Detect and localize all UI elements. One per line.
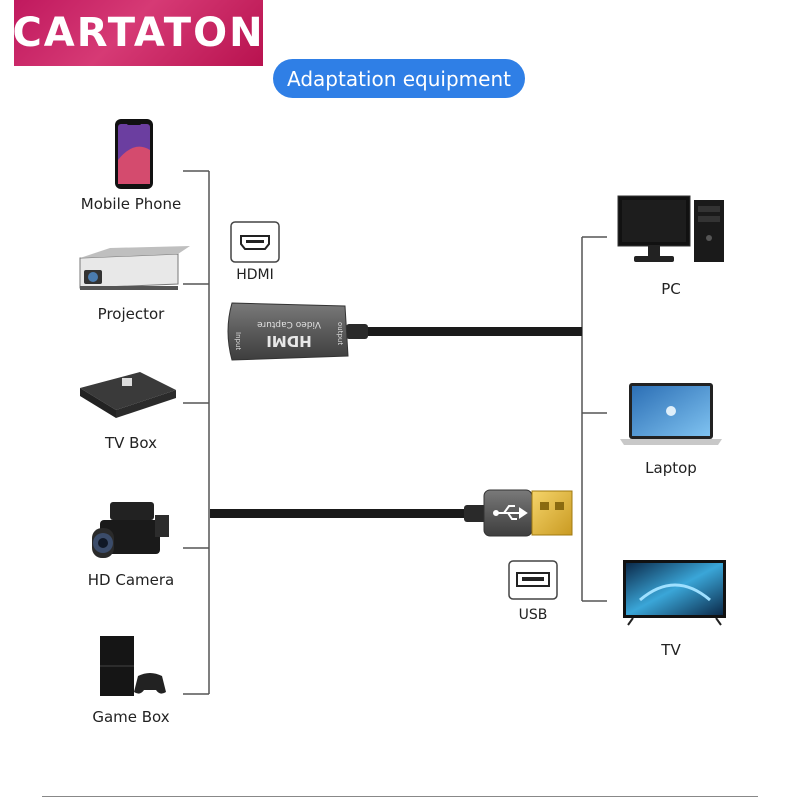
device-label-game-box: Game Box xyxy=(92,708,170,726)
hdmi-cable xyxy=(346,324,582,339)
section-title: Adaptation equipment xyxy=(273,59,525,98)
pc-icon xyxy=(617,195,724,262)
output-bracket xyxy=(581,236,607,602)
input-bracket xyxy=(183,170,210,695)
mobile-phone-icon xyxy=(115,119,153,189)
capture-output-label: output xyxy=(336,322,344,345)
device-label-hd-camera: HD Camera xyxy=(87,571,175,589)
section-title-text: Adaptation equipment xyxy=(287,66,511,91)
laptop-icon xyxy=(620,383,722,445)
hd-camera-icon xyxy=(92,502,169,558)
port-label-usb: USB xyxy=(518,607,548,623)
device-label-tv: TV xyxy=(661,641,681,659)
projector-icon xyxy=(79,246,190,290)
usb-port-icon xyxy=(508,560,558,600)
game-box-icon xyxy=(100,636,166,696)
capture-title: HDMI xyxy=(266,332,312,350)
bottom-divider xyxy=(42,796,758,797)
usb-symbol-icon xyxy=(493,505,528,520)
device-label-mobile-phone: Mobile Phone xyxy=(80,195,182,213)
usb-cable xyxy=(210,489,573,537)
device-label-laptop: Laptop xyxy=(645,459,697,477)
device-label-tv-box: TV Box xyxy=(104,434,158,452)
device-label-pc: PC xyxy=(661,280,681,298)
port-label-hdmi: HDMI xyxy=(236,267,274,283)
brand-logo: CARTATON xyxy=(12,0,265,66)
capture-input-label: Input xyxy=(234,332,242,350)
tv-box-icon xyxy=(80,372,176,418)
tv-icon xyxy=(623,560,726,626)
device-label-projector: Projector xyxy=(97,305,165,323)
brand-name: CARTATON xyxy=(12,10,265,56)
capture-dongle: HDMI Video Capture Input output xyxy=(227,302,349,361)
hdmi-port-icon xyxy=(230,221,280,263)
capture-subtitle: Video Capture xyxy=(257,319,321,329)
